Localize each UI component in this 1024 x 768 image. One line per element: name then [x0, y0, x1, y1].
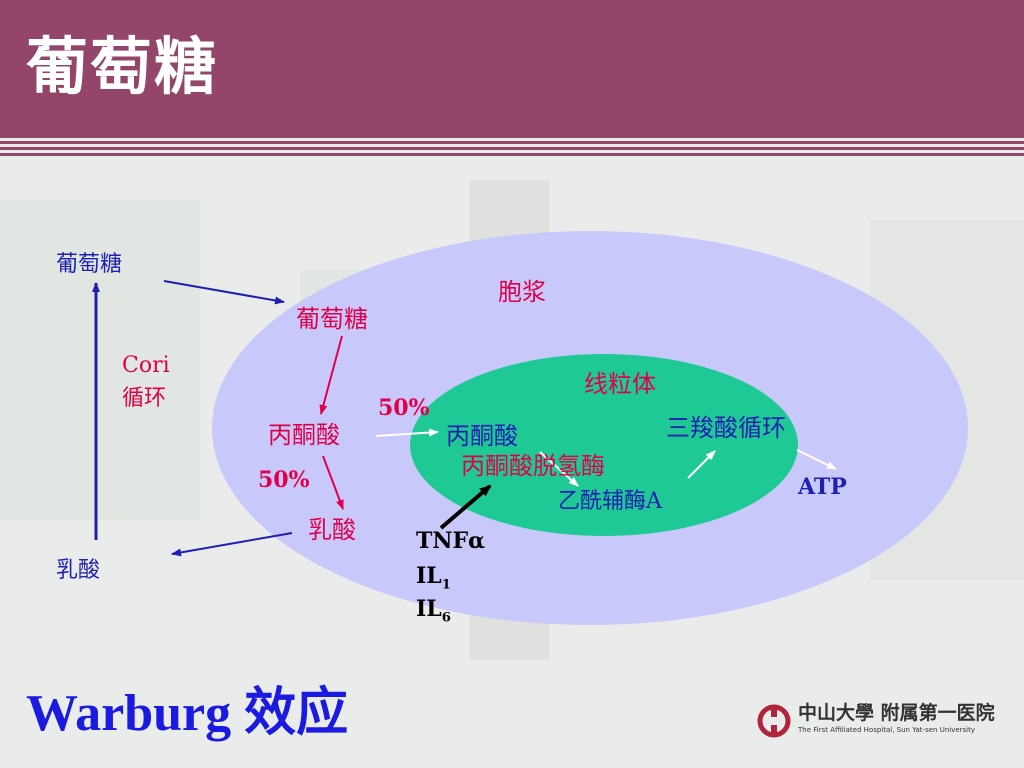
arrow-to-tca-cycle: [687, 450, 716, 479]
arrow-glucose-to-pyruvate: [319, 335, 343, 415]
hospital-logo: [757, 704, 791, 738]
percent-bottom-label: 50%: [258, 467, 310, 493]
glucose-outer-label: 葡萄糖: [56, 252, 123, 277]
arrow-to-acetyl-coa: [539, 451, 579, 487]
il1-label: IL1: [416, 563, 451, 593]
glucose-inner-label: 葡萄糖: [296, 305, 368, 333]
arrow-cytokines-inhibit: [439, 484, 492, 530]
il6-label: IL6: [416, 596, 451, 626]
header-stripe: [0, 147, 1024, 150]
footer-title: Warburg 效应: [26, 685, 349, 742]
hospital-subtitle: The First Affiliated Hospital, Sun Yat-s…: [798, 726, 976, 734]
arrow-glucose-into-cell: [163, 280, 285, 305]
header-stripe: [0, 153, 1024, 156]
cori-cycle-label: 循环: [122, 386, 167, 411]
lactate-outer-label: 乳酸: [56, 558, 101, 583]
pyruvate-mito-label: 丙酮酸: [446, 422, 518, 450]
mitochondria-ellipse: [410, 354, 798, 536]
slide-title: 葡萄糖: [26, 30, 219, 103]
cori-label: Cori: [122, 353, 170, 378]
tca-cycle-label: 三羧酸循环: [666, 414, 786, 442]
header-stripe: [0, 141, 1024, 144]
arrow-lactate-out: [171, 532, 293, 557]
tnf-alpha-label: TNFα: [416, 528, 486, 554]
lactate-inner-label: 乳酸: [308, 516, 356, 544]
cytoplasm-label: 胞浆: [498, 278, 546, 306]
acetyl-coa-label: 乙酰辅酶A: [558, 489, 662, 514]
arrow-pyruvate-to-lactate: [322, 455, 344, 510]
hospital-name: 中山大學 附属第一医院: [798, 702, 995, 724]
pdh-label: 丙酮酸脱氢酶: [461, 452, 605, 480]
arrow-to-atp: [796, 449, 837, 470]
arrow-pyruvate-into-mitochondria: [375, 428, 439, 437]
mitochondria-label: 线粒体: [584, 370, 656, 398]
pyruvate-cytoplasm-label: 丙酮酸: [268, 421, 340, 449]
percent-top-label: 50%: [378, 395, 430, 421]
atp-label: ATP: [798, 474, 847, 500]
title-bar: 葡萄糖: [0, 0, 1024, 138]
